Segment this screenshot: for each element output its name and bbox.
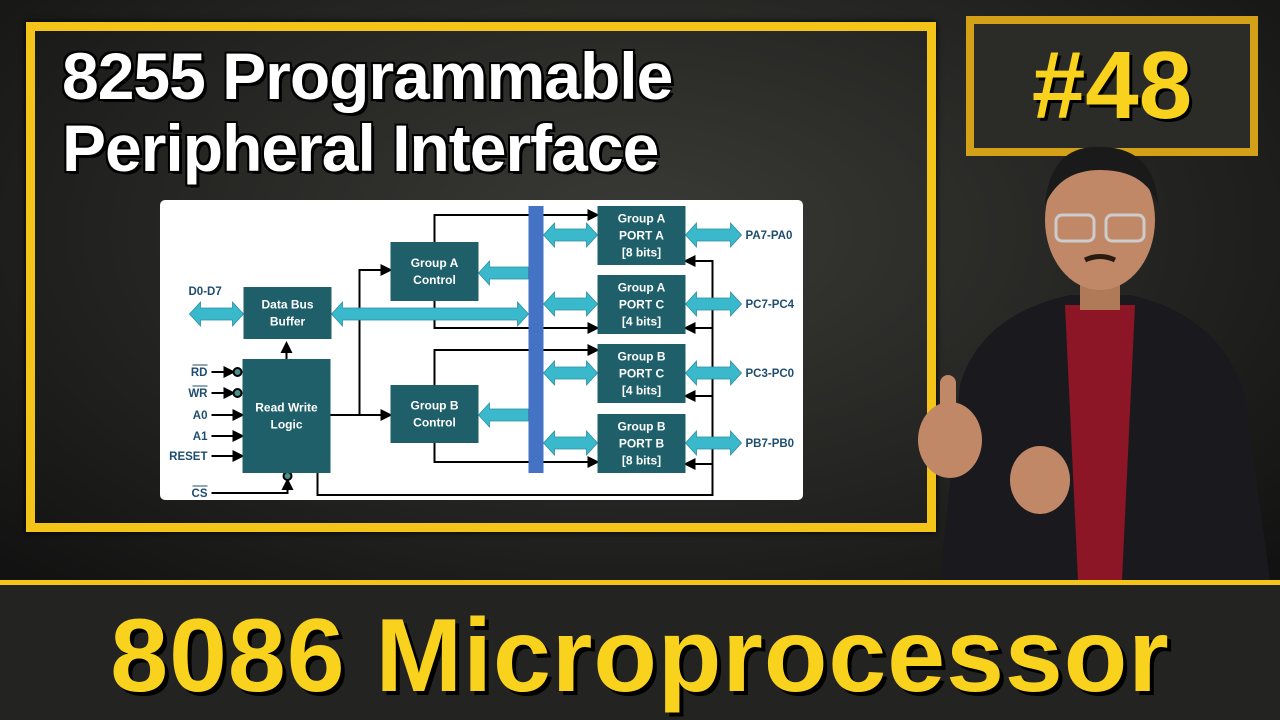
port-block-2-label: [4 bits]: [622, 384, 661, 398]
input-label-a0: A0: [193, 410, 208, 422]
presenter-shirt: [1065, 305, 1135, 580]
active-low-bubble: [232, 367, 243, 377]
port-block-1-label: Group A: [618, 281, 666, 295]
footer-band: [0, 580, 1280, 720]
port-pins-label-0: PA7-PA0: [746, 230, 793, 242]
read-write-logic-label: Logic: [271, 418, 303, 432]
port-pin-arrow-0: [684, 221, 743, 249]
input-label-rd: RD: [191, 367, 208, 379]
title-frame: [26, 22, 936, 532]
port-pin-arrow-2: [684, 359, 743, 387]
internal-data-bus: [528, 206, 544, 473]
port-pins-label-2: PC3-PC0: [746, 368, 795, 380]
port-block-2: Group B PORT C [4 bits]: [597, 344, 686, 403]
bus-to-groupb-arrow: [477, 401, 529, 429]
port-pin-arrow-3: [684, 429, 743, 457]
input-label-cs: CS: [192, 488, 208, 500]
port-block-3: Group B PORT B [8 bits]: [597, 414, 686, 473]
port-block-3-label: PORT B: [619, 437, 665, 451]
data-bus-label: D0-D7: [189, 286, 222, 298]
bus-to-groupa-arrow: [477, 259, 529, 287]
title-line-2: Peripheral Interface: [62, 111, 659, 185]
data-bus-buffer-label: Data Bus: [261, 298, 313, 312]
port-block-2-label: PORT C: [619, 367, 665, 381]
thumbs-up-hand: [918, 402, 982, 478]
port-block-0-label: [8 bits]: [622, 246, 661, 260]
port-block-1-label: [4 bits]: [622, 315, 661, 329]
input-label-a1: A1: [193, 431, 208, 443]
port-block-3-label: [8 bits]: [622, 454, 661, 468]
port-pin-arrow-1: [684, 290, 743, 318]
title-line-1: 8255 Programmable: [62, 39, 673, 113]
port-pins-label-3: PB7-PB0: [746, 438, 795, 450]
group-b-control-label: Group B: [411, 399, 459, 413]
active-low-bubble: [232, 388, 243, 398]
series-title: 8086 Microprocessor: [110, 598, 1170, 714]
dbb-internal-bus-arrow: [330, 300, 530, 328]
group-b-control-label: Control: [413, 416, 456, 430]
port-block-0-label: Group A: [618, 212, 666, 226]
bus-to-port-arrow-1: [542, 290, 599, 318]
input-label-reset: RESET: [169, 451, 207, 463]
data-bus-buffer-label: Buffer: [270, 315, 306, 329]
port-block-0-label: PORT A: [619, 229, 664, 243]
group-b-control: Group B Control: [390, 385, 479, 443]
pointing-hand: [1010, 446, 1070, 514]
input-label-wr: WR: [188, 388, 208, 400]
bus-to-port-arrow-3: [542, 429, 599, 457]
group-a-control: Group A Control: [390, 242, 479, 301]
read-write-logic-label: Read Write: [255, 401, 318, 415]
group-a-control-label: Group A: [411, 256, 459, 270]
port-block-0: Group A PORT A [8 bits]: [597, 206, 686, 265]
active-low-bubble: [282, 471, 293, 481]
port-pins-label-1: PC7-PC4: [746, 299, 795, 311]
bus-to-port-arrow-2: [542, 359, 599, 387]
bus-to-port-arrow-0: [542, 221, 599, 249]
d0-d7-external-arrow: [188, 300, 245, 328]
presenter-photo: [918, 146, 1270, 580]
port-block-2-label: Group B: [618, 350, 666, 364]
reset-bus-wire: [316, 255, 714, 496]
port-block-1: Group A PORT C [4 bits]: [597, 275, 686, 334]
presenter-face: [1045, 150, 1155, 290]
input-wire-cs: [211, 478, 294, 494]
port-block-1-label: PORT C: [619, 298, 665, 312]
video-title: 8255 Programmable Peripheral Interface: [62, 39, 673, 185]
episode-badge: #48: [966, 16, 1258, 156]
rwl-to-groupa-wire: [358, 264, 393, 415]
port-block-3-label: Group B: [618, 420, 666, 434]
group-a-control-label: Control: [413, 273, 456, 287]
